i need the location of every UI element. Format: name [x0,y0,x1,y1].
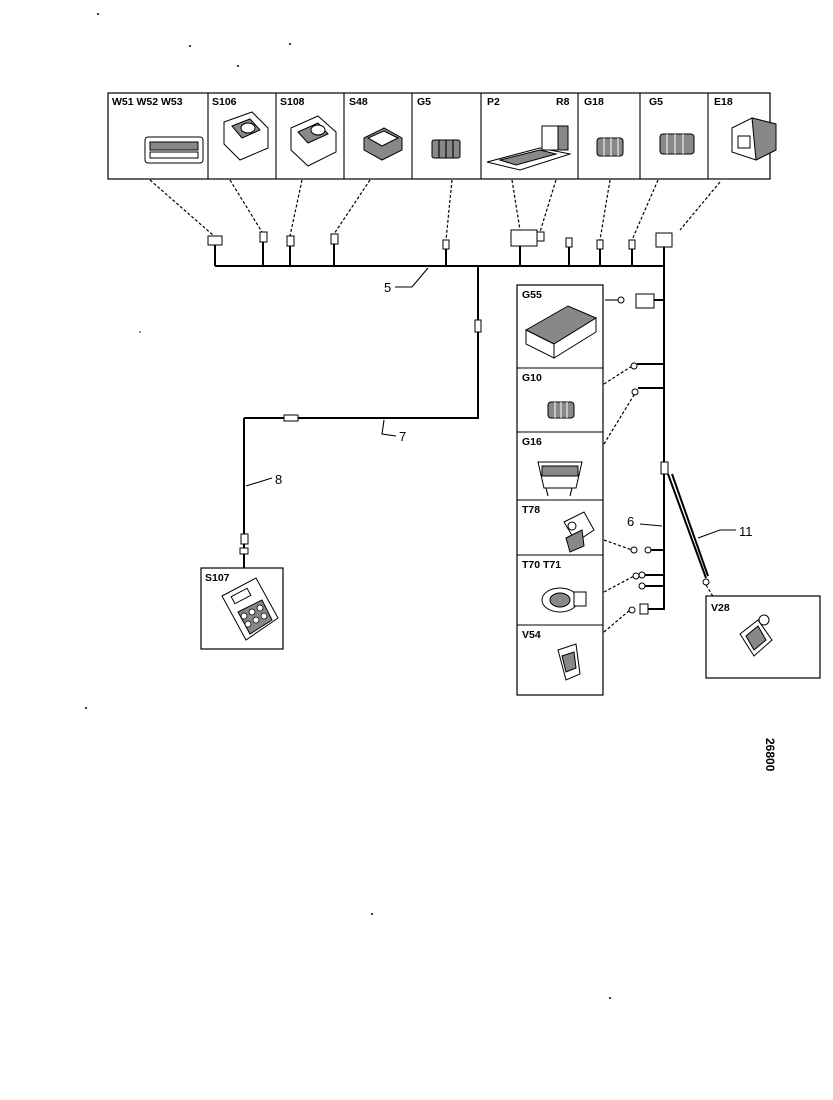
switch-icon [363,127,403,161]
sensor-icon [563,511,595,553]
keypad-icon [221,577,279,641]
callout-8: 8 [245,472,282,487]
label-w51-w52-w53: W51 W52 W53 [112,96,183,108]
harness-6 [603,266,669,633]
harness-8 [239,418,249,568]
harness-11 [667,473,715,599]
connector-block-icon [659,133,695,155]
figure-code: 26800 [763,738,777,772]
callout-5: 5 [384,267,429,295]
label-g10: G10 [522,372,542,384]
connector-housing-icon [537,461,583,497]
connector-block-icon [431,139,461,159]
label-v54: V54 [522,629,541,641]
harness-number-5: 5 [384,280,391,295]
harness-number-8: 8 [275,472,282,487]
housing-icon [731,117,777,161]
label-s108: S108 [280,96,305,108]
label-r8: R8 [556,96,570,108]
label-s106: S106 [212,96,237,108]
label-s107: S107 [205,572,230,584]
callout-11: 11 [697,524,753,539]
label-g5-second: G5 [649,96,663,108]
harness-7 [244,266,482,422]
circuit-board-icon [486,147,572,171]
large-connector-icon [524,305,598,359]
label-e18: E18 [714,96,733,108]
label-g55: G55 [522,289,542,301]
label-v28: V28 [711,602,730,614]
label-g18-top: G18 [584,96,604,108]
top-component-row: W51 W52 W53 S106 S108 S48 G5 P2 R8 G18 G… [107,92,777,180]
label-g5-first: G5 [417,96,431,108]
label-t70-t71: T70 T71 [522,559,561,571]
s107-component-box: S107 [200,567,284,650]
connector-block-icon [547,401,575,419]
switch-panel-icon [144,136,204,164]
label-t78: T78 [522,504,540,516]
sensor-assembly-icon [541,587,587,613]
rocker-switch-icon [290,115,337,167]
v28-component-box: V28 [705,595,821,679]
harness-number-11: 11 [739,524,753,539]
callout-7: 7 [381,419,406,444]
scan-specks [85,13,611,999]
label-g16: G16 [522,436,542,448]
harness-number-7: 7 [399,429,406,444]
relay-icon [541,125,569,151]
harness-number-6: 6 [627,514,634,529]
callout-6: 6 [627,514,663,529]
side-component-column: G55 G10 G16 T78 T70 T71 V54 [516,284,604,696]
label-s48: S48 [349,96,368,108]
harness-5 [149,179,721,267]
rocker-switch-icon [223,111,269,161]
label-p2: P2 [487,96,500,108]
connector-block-icon [596,137,624,157]
valve-icon [739,614,773,657]
valve-icon [557,643,581,681]
